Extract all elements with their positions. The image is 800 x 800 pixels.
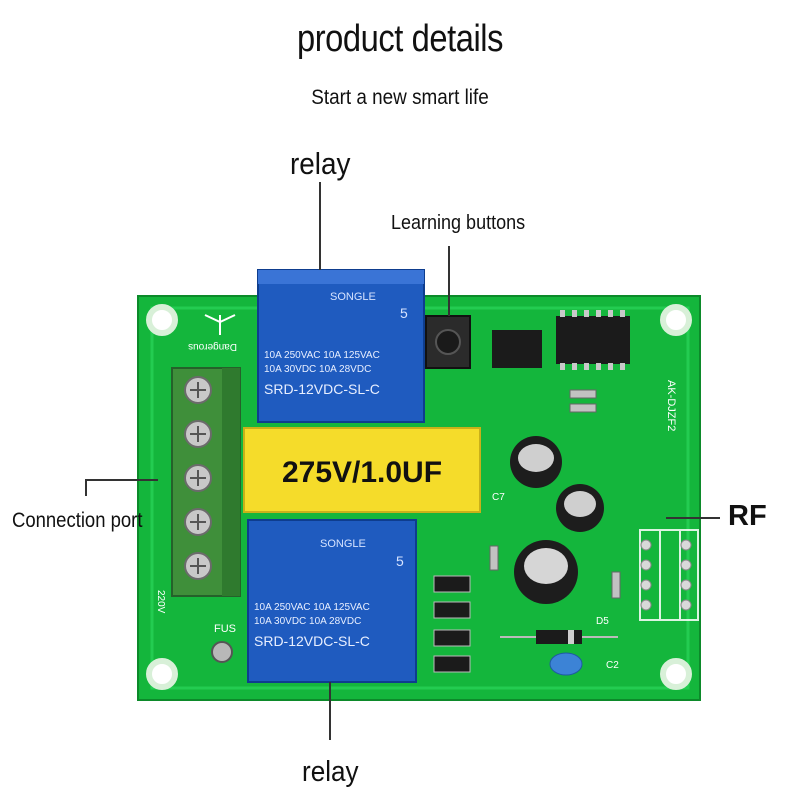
pcb-side-label: AK-DJZF2 (665, 380, 677, 431)
svg-text:SONGLE: SONGLE (320, 538, 366, 550)
callout-connection-port: Connection port (12, 509, 143, 532)
svg-text:SRD-12VDC-SL-C: SRD-12VDC-SL-C (254, 633, 370, 649)
svg-text:SONGLE: SONGLE (330, 291, 376, 303)
terminal-label: 220V (155, 590, 166, 614)
svg-text:10A 30VDC 10A 28VDC: 10A 30VDC 10A 28VDC (264, 364, 371, 375)
callout-rf: RF (728, 500, 767, 532)
callout-learning-buttons: Learning buttons (391, 212, 526, 234)
ic-chip-1 (492, 330, 542, 368)
x2-capacitor: 275V/1.0UF (243, 427, 481, 513)
page-subtitle: Start a new smart life (311, 86, 489, 109)
fuse-label: FUS (214, 623, 236, 635)
diodes (433, 575, 471, 673)
relay-top-component: SONGLE 5 10A 250VAC 10A 125VAC 10A 30VDC… (257, 269, 425, 423)
svg-text:10A 250VAC 10A 125VAC: 10A 250VAC 10A 125VAC (254, 602, 370, 613)
callout-relay-bottom: relay (302, 756, 359, 788)
svg-text:SRD-12VDC-SL-C: SRD-12VDC-SL-C (264, 381, 380, 397)
fuse-component (211, 641, 233, 663)
silk-dangerous: Dangerous (188, 341, 237, 352)
callout-lines (85, 182, 720, 740)
svg-text:10A 30VDC 10A 28VDC: 10A 30VDC 10A 28VDC (254, 616, 361, 627)
ceramic-capacitor-c2 (549, 652, 583, 676)
relay-bottom-component: SONGLE 5 10A 250VAC 10A 125VAC 10A 30VDC… (247, 519, 417, 683)
svg-text:5: 5 (400, 305, 408, 321)
ic-chip-2 (556, 316, 630, 364)
mounting-holes (146, 304, 692, 690)
svg-text:10A 250VAC 10A 125VAC: 10A 250VAC 10A 125VAC (264, 350, 380, 361)
silk-d5: D5 (596, 616, 609, 627)
callout-relay-top: relay (290, 146, 351, 181)
capacitor-label: 275V/1.0UF (282, 456, 442, 489)
silk-c7: C7 (492, 492, 505, 503)
electrolytic-capacitors (510, 436, 604, 604)
diode-d5 (500, 630, 618, 644)
silk-c2: C2 (606, 660, 619, 671)
page-title: product details (296, 18, 504, 60)
dangerous-icon (204, 314, 236, 335)
svg-text:5: 5 (396, 553, 404, 569)
learning-button-component (425, 315, 471, 369)
